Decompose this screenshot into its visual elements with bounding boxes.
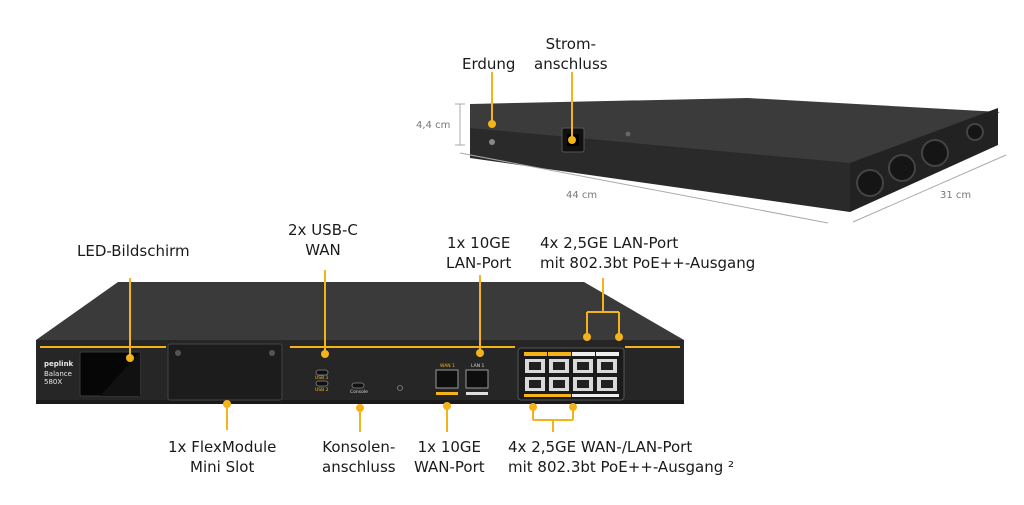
rear-device: [455, 72, 1007, 224]
lan1-label: LAN 1: [471, 364, 485, 369]
fan-4: [966, 123, 984, 141]
fan-2: [888, 154, 916, 182]
dim-width: 44 cm: [566, 190, 598, 201]
dim-depth: 31 cm: [940, 190, 972, 201]
usb2-label: USB 2: [315, 388, 329, 393]
ground-screw: [489, 139, 495, 145]
label-konsole: Konsolen-anschluss: [322, 438, 396, 476]
model-line-2: 580X: [44, 378, 63, 386]
model-line-1: Balance: [44, 370, 72, 378]
console-port: [351, 382, 365, 389]
label-led-bildschirm: LED-Bildschirm: [77, 242, 190, 260]
front-device-top: [36, 282, 684, 340]
dim-height: 4,4 cm: [416, 120, 451, 131]
flexmodule-slot: [167, 343, 283, 401]
usb-c-port-2: [315, 380, 329, 387]
label-erdung: Erdung: [462, 55, 516, 73]
front-callouts: [126, 270, 623, 432]
fan-1: [856, 169, 884, 197]
console-label: Console: [350, 390, 368, 395]
front-device: [36, 282, 684, 404]
wan-10ge-port: [435, 369, 459, 389]
rear-device-top: [470, 98, 1000, 172]
usb1-label: USB 1: [315, 376, 329, 381]
usb-c-port-1: [315, 369, 329, 376]
lan-10ge-port: [465, 369, 489, 389]
label-stromanschluss: Strom-anschluss: [534, 35, 608, 73]
fan-3: [921, 139, 949, 167]
wan1-label: WAN 1: [440, 364, 455, 369]
brand-logo: peplink: [44, 360, 74, 368]
